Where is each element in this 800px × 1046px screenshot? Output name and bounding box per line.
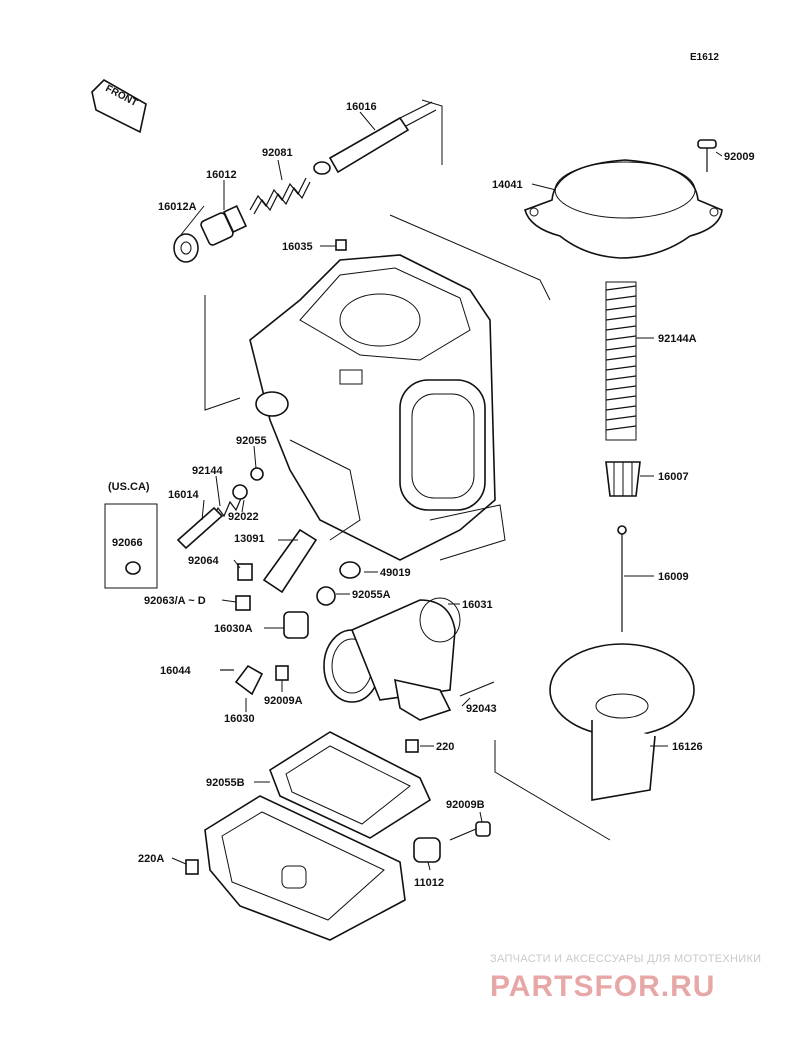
holder-16007	[605, 461, 641, 497]
label-16012A: 16012A	[158, 201, 197, 213]
label-16030A: 16030A	[214, 623, 253, 635]
label-16031: 16031	[462, 599, 493, 611]
spring-92081	[249, 177, 311, 215]
spring-92144A	[605, 281, 637, 441]
float-bowl	[204, 795, 406, 941]
float-valve-16030	[234, 664, 264, 696]
label-16016: 16016	[346, 101, 377, 113]
gasket-92055B	[269, 731, 432, 839]
label-92064: 92064	[188, 555, 219, 567]
screw-92009A	[275, 665, 289, 681]
watermark-tagline: ЗАПЧАСТИ И АКСЕССУАРЫ ДЛЯ МОТОТЕХНИКИ	[490, 953, 761, 965]
screw-16014	[176, 506, 224, 550]
diagram-code: E1612	[690, 52, 719, 63]
top-cover-14041	[524, 159, 723, 259]
screw-220	[405, 739, 419, 753]
oring-92055	[250, 467, 264, 481]
front-arrow-icon: FRONT	[91, 79, 147, 134]
part-16012	[200, 205, 248, 246]
label-220: 220	[436, 741, 454, 753]
part-92063	[235, 595, 251, 611]
part-92064	[237, 563, 253, 581]
frame-line-left	[204, 295, 241, 411]
throttle-body-16031	[323, 597, 461, 721]
label-49019: 49019	[380, 567, 411, 579]
label-92144: 92144	[192, 465, 223, 477]
diaphragm-16126	[549, 643, 695, 801]
label-92009: 92009	[724, 151, 755, 163]
label-14041: 14041	[492, 179, 523, 191]
label-92055A: 92055A	[352, 589, 391, 601]
watermark-logo: PARTSFOR.RU	[490, 970, 715, 1003]
carburetor-body	[249, 254, 506, 561]
label-92144A: 92144A	[658, 333, 697, 345]
part-16030A	[283, 611, 309, 639]
part-16035	[335, 239, 347, 251]
label-92022: 92022	[228, 511, 259, 523]
region-box	[104, 503, 158, 589]
label-92055: 92055	[236, 435, 267, 447]
region-note: (US.CA)	[108, 481, 150, 493]
frame-line-body	[389, 214, 551, 301]
label-16012: 16012	[206, 169, 237, 181]
label-16030: 16030	[224, 713, 255, 725]
screw-220A	[185, 859, 199, 875]
screw-92009B	[449, 821, 491, 841]
frame-line-bottom	[494, 740, 611, 841]
jet-needle-16009	[617, 525, 627, 632]
label-13091: 13091	[234, 533, 265, 545]
part-16016-assembly	[313, 101, 437, 175]
part-16012A	[173, 233, 199, 263]
label-11012: 11012	[414, 877, 444, 889]
screw-92009	[697, 139, 717, 172]
label-92066: 92066	[112, 537, 143, 549]
label-92063: 92063/A ~ D	[144, 595, 206, 607]
cap-49019	[339, 561, 361, 579]
label-16035: 16035	[282, 241, 313, 253]
plug-11012	[413, 837, 441, 863]
label-92055B: 92055B	[206, 777, 245, 789]
label-92043: 92043	[466, 703, 497, 715]
label-16126: 16126	[672, 741, 703, 753]
label-92009A: 92009A	[264, 695, 303, 707]
label-16007: 16007	[658, 471, 689, 483]
part-13091	[262, 528, 318, 594]
label-16014: 16014	[168, 489, 199, 501]
frame-line-top	[421, 99, 443, 165]
label-16044: 16044	[160, 665, 191, 677]
label-92081: 92081	[262, 147, 293, 159]
label-220A: 220A	[138, 853, 164, 865]
label-92009B: 92009B	[446, 799, 485, 811]
oring-92055A	[316, 586, 336, 606]
label-16009: 16009	[658, 571, 689, 583]
pin-92043	[459, 681, 495, 697]
washer-92022	[232, 484, 248, 500]
